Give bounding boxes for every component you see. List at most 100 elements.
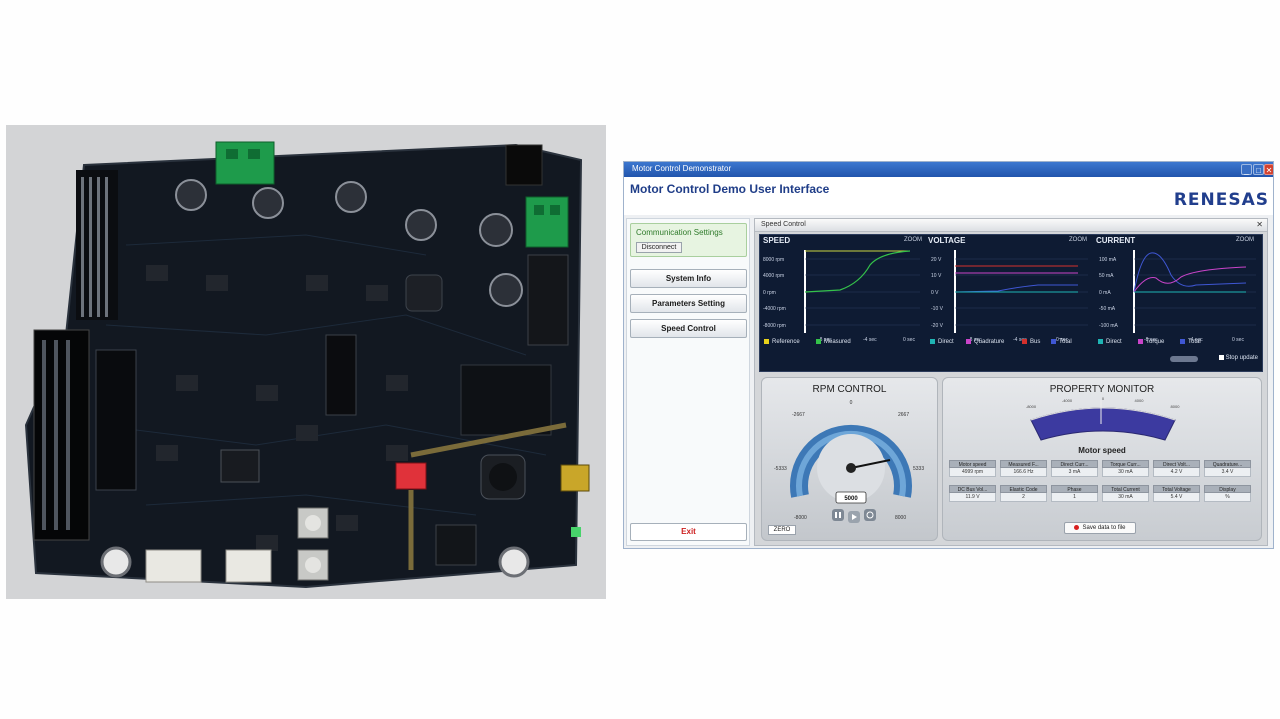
property-monitor-title: PROPERTY MONITOR <box>1049 384 1155 395</box>
speed-xtick-2: 0 sec <box>903 337 915 343</box>
parameters-setting-button[interactable]: Parameters Setting <box>630 294 747 313</box>
sidebar: Communication Settings Disconnect System… <box>626 218 750 546</box>
current-xtick-0: -8 sec <box>1144 337 1158 343</box>
property-cell: DC Bus Vol...11.9 V <box>949 485 996 503</box>
current-chart: CURRENT ZOOM 100 mA 50 mA 0 mA -50 mA -1… <box>1096 235 1262 347</box>
gauge-tick: -8000 <box>1026 404 1037 409</box>
legend-item: Total <box>1180 339 1201 345</box>
voltage-xtick-2: 0 sec <box>1056 337 1068 343</box>
app-title: Motor Control Demo User Interface <box>630 182 830 196</box>
speed-ytick-3: -4000 rpm <box>763 306 786 312</box>
voltage-legend: Direct Quadrature Bus Total <box>928 339 1094 349</box>
panel-title: Speed Control <box>761 221 806 228</box>
current-ytick-1: 50 mA <box>1099 273 1114 279</box>
speed-ytick-2: 0 rpm <box>763 290 776 296</box>
rpm-tick-8000: 8000 <box>895 515 906 521</box>
current-xtick-1: -4 sec <box>1189 337 1203 343</box>
rpm-tick-neg8000: -8000 <box>794 515 807 521</box>
system-info-button[interactable]: System Info <box>630 269 747 288</box>
current-ytick-0: 100 mA <box>1099 257 1117 263</box>
motor-speed-gauge: -8000 -4000 0 4000 8000 <box>1026 396 1181 441</box>
speed-chart: SPEED ZOOM 8000 rpm 4000 rpm 0 rpm -4000… <box>760 235 926 347</box>
voltage-zoom-button[interactable]: ZOOM <box>1069 237 1087 243</box>
zero-button[interactable]: ZERO <box>768 525 796 535</box>
voltage-ytick-4: -20 V <box>931 323 944 329</box>
gauge-tick: -4000 <box>1062 398 1073 403</box>
rpm-tick-neg5333: -5333 <box>774 466 787 472</box>
voltage-plot: 20 V 10 V 0 V -10 V -20 V -8 sec -4 sec … <box>931 250 1088 343</box>
close-button[interactable]: ✕ <box>1264 164 1273 175</box>
gauge-tick: 0 <box>1102 396 1105 401</box>
rpm-control-panel: RPM CONTROL 0 2667 5333 8000 -2667 -5333… <box>761 377 938 541</box>
legend-item: Direct <box>930 339 954 345</box>
legend-item: Quadrature <box>966 339 1004 345</box>
pcb-photo <box>6 125 606 599</box>
current-zoom-button[interactable]: ZOOM <box>1236 237 1254 243</box>
record-icon <box>1074 524 1080 530</box>
gauge-tick: 8000 <box>1171 404 1181 409</box>
gauge-tick: 4000 <box>1135 398 1145 403</box>
pause-icon <box>832 509 844 521</box>
exit-button[interactable]: Exit <box>630 523 747 541</box>
current-ytick-4: -100 mA <box>1099 323 1119 329</box>
property-monitor-panel: PROPERTY MONITOR -8000 -4000 0 4000 8000… <box>942 377 1262 541</box>
disconnect-button[interactable]: Disconnect <box>636 242 682 253</box>
reset-icon <box>864 509 876 521</box>
speed-ytick-4: -8000 rpm <box>763 323 786 329</box>
voltage-chart-title: VOLTAGE <box>928 236 966 245</box>
legend-item: Torque <box>1138 339 1164 345</box>
property-cell: Measured F...166.6 Hz <box>1000 460 1047 478</box>
rpm-tick-0: 0 <box>850 400 853 406</box>
speed-control-panel: Speed Control ✕ SPEED ZOOM 8000 rpm 4000… <box>754 218 1268 546</box>
checkbox-icon[interactable] <box>1218 355 1224 360</box>
property-cell: Quadrature...3.4 V <box>1204 460 1251 478</box>
current-chart-title: CURRENT <box>1096 236 1136 245</box>
play-icon <box>848 511 860 523</box>
voltage-ytick-0: 20 V <box>931 257 942 263</box>
speed-zoom-button[interactable]: ZOOM <box>904 237 922 243</box>
save-data-button[interactable]: Save data to file <box>1064 522 1136 534</box>
rpm-value: 5000 <box>844 496 858 502</box>
legend-item: Bus <box>1022 339 1040 345</box>
motor-speed-label: Motor speed <box>1078 446 1126 455</box>
rpm-tick-2667: 2667 <box>898 412 909 418</box>
rpm-tick-neg2667: -2667 <box>792 412 805 418</box>
window-title: Motor Control Demonstrator <box>632 164 732 173</box>
speed-ytick-0: 8000 rpm <box>763 257 784 263</box>
minimize-button[interactable]: _ <box>1241 164 1252 175</box>
speed-legend: Reference Measured <box>760 339 926 349</box>
speed-control-button[interactable]: Speed Control <box>630 319 747 338</box>
communication-settings-box: Communication Settings Disconnect <box>630 223 747 257</box>
current-legend: Direct Torque Total <box>1096 339 1262 349</box>
voltage-chart: VOLTAGE ZOOM 20 V 10 V 0 V -10 V -20 V -… <box>928 235 1094 347</box>
maximize-button[interactable]: □ <box>1253 164 1264 175</box>
legend-item: Direct <box>1098 339 1122 345</box>
scroll-pill[interactable] <box>1170 356 1198 362</box>
voltage-xtick-1: -4 sec <box>1013 337 1027 343</box>
pcb-board-image <box>24 141 590 589</box>
property-cell: Direct Curr...3 mA <box>1051 460 1098 478</box>
app-window: Motor Control Demonstrator _ □ ✕ Motor C… <box>623 161 1274 549</box>
property-cell: Display% <box>1204 485 1251 503</box>
title-bar[interactable]: Motor Control Demonstrator _ □ ✕ <box>624 162 1273 177</box>
property-cell: Torque Curr...30 mA <box>1102 460 1149 478</box>
speed-xtick-1: -4 sec <box>863 337 877 343</box>
current-plot: 100 mA 50 mA 0 mA -50 mA -100 mA -8 sec … <box>1099 250 1256 343</box>
charts-area: SPEED ZOOM 8000 rpm 4000 rpm 0 rpm -4000… <box>759 234 1263 372</box>
renesas-logo: RENESAS <box>1173 190 1269 210</box>
voltage-ytick-2: 0 V <box>931 290 939 296</box>
legend-item: Measured <box>816 339 851 345</box>
speed-xtick-0: -8 sec <box>818 337 832 343</box>
legend-item: Total <box>1051 339 1072 345</box>
panel-close-icon[interactable]: ✕ <box>1256 220 1263 229</box>
current-ytick-2: 0 mA <box>1099 290 1111 296</box>
panel-header: Speed Control ✕ <box>755 219 1267 232</box>
stop-update-checkbox[interactable]: Stop update <box>1218 355 1258 361</box>
legend-item: Reference <box>764 339 800 345</box>
rpm-gauge[interactable]: 0 2667 5333 8000 -2667 -5333 -8000 5000 <box>762 378 939 542</box>
